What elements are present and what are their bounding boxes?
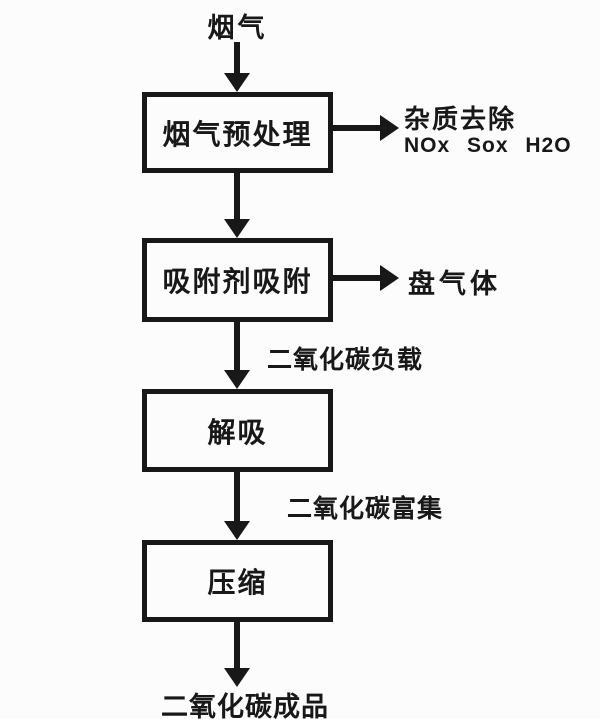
process-box-label: 压缩 [207,567,268,598]
edge-label-co2-enriched: 二氧化碳富集 [287,495,444,523]
branch-label-lean-gas: 盘气体 [408,262,501,301]
flow-output-label: 二氧化碳成品 [161,692,329,719]
process-box-adsorbent-adsorption: 吸附剂吸附 [142,238,333,322]
down-arrow-icon-pretreatment-to-adsorption [224,172,250,238]
process-box-compression: 压缩 [142,540,333,622]
down-arrow-icon-compression-to-product [224,622,250,687]
right-arrow-icon-impurity-removal [331,115,399,141]
flow-input-label: 烟气 [207,13,268,43]
right-arrow-icon-lean-gas [331,265,399,291]
branch-label-line1: 杂质去除 [404,104,517,134]
edge-label-co2-loaded: 二氧化碳负载 [267,346,424,374]
process-box-desorption: 解吸 [142,389,333,472]
down-arrow-icon-desorption-to-compression [224,472,250,540]
down-arrow-icon-adsorption-to-desorption [224,322,250,389]
branch-label-line2: NOx Sox H2O [404,134,572,158]
process-box-label: 烟气预处理 [162,118,313,150]
branch-label-impurity-removal: 杂质去除 NOx Sox H2O [404,104,572,158]
branch-label-line1: 盘气体 [408,269,501,299]
down-arrow-icon-source-to-pretreatment [224,42,250,92]
process-box-label: 吸附剂吸附 [162,266,313,297]
process-box-label: 解吸 [207,416,268,448]
process-box-flue-gas-pretreatment: 烟气预处理 [142,92,333,173]
